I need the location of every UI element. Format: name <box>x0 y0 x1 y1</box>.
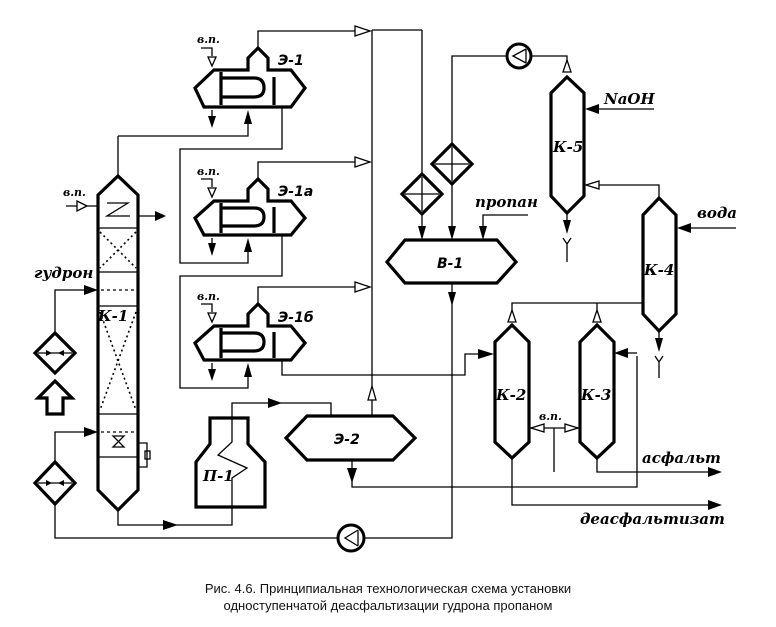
heat-exchanger-v1-right <box>429 141 475 187</box>
label-steam-e1a: в.п. <box>197 165 220 178</box>
separator-v1 <box>384 238 519 285</box>
column-k5 <box>549 74 586 216</box>
label-naoh: NaOH <box>603 90 655 108</box>
label-steam-k1: в.п. <box>63 186 86 199</box>
figure-caption-line-2: одноступенчатой деасфальтизации гудрона … <box>223 598 553 613</box>
evaporator-e1b <box>193 301 308 362</box>
label-e1: Э-1 <box>278 53 304 69</box>
evaporator-e1 <box>193 45 308 109</box>
label-k1: К-1 <box>97 307 128 325</box>
heat-exchanger-feed <box>32 330 78 376</box>
label-p1: П-1 <box>202 467 234 485</box>
heat-exchanger-v1-left <box>399 171 445 217</box>
feed-inlet-arrow-icon <box>34 378 76 416</box>
evaporator-e1a <box>193 176 308 237</box>
furnace-p1 <box>194 402 270 509</box>
label-v1: В-1 <box>437 256 463 272</box>
column-k4 <box>641 195 678 334</box>
evaporator-e2 <box>283 414 418 462</box>
label-e1a: Э-1а <box>278 184 313 200</box>
column-k3 <box>578 322 616 461</box>
label-k2: К-2 <box>495 386 526 404</box>
label-water: вода <box>697 204 737 222</box>
label-feed: гудрон <box>34 264 93 282</box>
column-k2 <box>493 322 531 461</box>
label-k3: К-3 <box>580 386 611 404</box>
figure-caption-line-1: Рис. 4.6. Принципиальная технологическая… <box>204 581 572 596</box>
label-e2: Э-2 <box>334 432 360 448</box>
label-k4: К-4 <box>643 261 674 279</box>
label-steam-e1b: в.п. <box>197 290 220 303</box>
label-asphalt: асфальт <box>642 449 721 467</box>
pump-top <box>505 42 533 70</box>
column-k1 <box>96 136 151 522</box>
label-e1b: Э-1б <box>278 310 314 326</box>
label-deasphaltizate: деасфальтизат <box>580 510 725 528</box>
label-k5: К-5 <box>552 138 583 156</box>
pump-bottom <box>336 523 366 553</box>
label-propane: пропан <box>475 193 538 211</box>
heat-exchanger-recycle <box>32 459 78 507</box>
label-steam-e1: в.п. <box>197 33 220 46</box>
label-steam-k2-k3: в.п. <box>539 410 562 423</box>
